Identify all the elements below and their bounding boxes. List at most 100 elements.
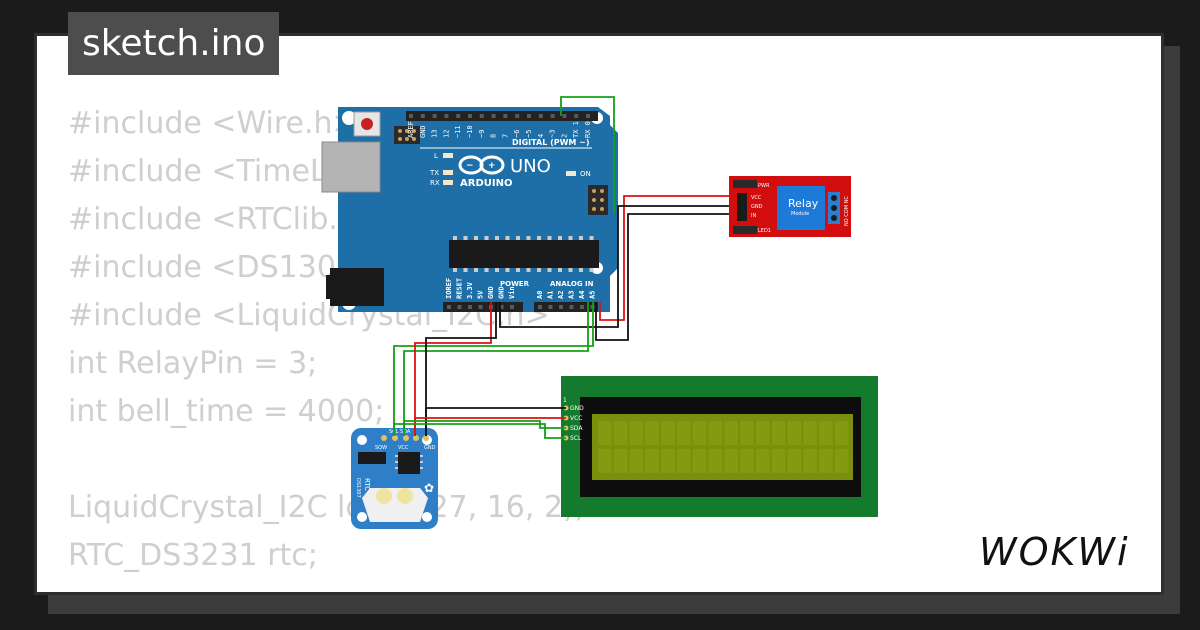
rtc-pin-gnd: GND xyxy=(424,445,436,451)
digital-pin-label: 8 xyxy=(490,134,498,138)
power-pin-label: RESET xyxy=(456,278,464,299)
rtc-battery xyxy=(376,488,392,504)
rtc-module[interactable]: SQW SCL SDA VCC GND RTC DS1307 ✿ xyxy=(351,428,438,529)
code-line: #include <RTClib.h xyxy=(68,202,357,237)
analog-pin-label: A5 xyxy=(589,291,597,299)
wire-rtc-sda xyxy=(403,302,589,436)
wokwi-logo-text: WOKWi xyxy=(979,530,1130,573)
sketch-title[interactable]: sketch.ino xyxy=(68,12,280,75)
led-on-label: ON xyxy=(580,170,591,178)
digital-pin[interactable] xyxy=(432,114,437,118)
analog-label: ANALOG IN xyxy=(550,280,594,288)
arduino-logo xyxy=(458,155,505,175)
wire-relay-pin3 xyxy=(560,96,615,214)
relay-led-label: LED1 xyxy=(758,228,771,234)
wire-rtc-gnd xyxy=(425,302,497,436)
digital-pin[interactable] xyxy=(409,114,413,118)
digital-pin[interactable] xyxy=(420,114,425,118)
wire-lcd-gnd xyxy=(425,407,566,436)
digital-pin[interactable] xyxy=(515,114,520,118)
digital-pin-label: ~6 xyxy=(513,130,521,138)
wire-relay-in xyxy=(595,213,729,341)
digital-pin-label: ~11 xyxy=(454,125,462,138)
wires xyxy=(393,96,729,439)
power-header[interactable] xyxy=(443,302,523,312)
digital-pin-label: ~10 xyxy=(466,125,474,138)
digital-pin-label: 2 xyxy=(560,134,568,138)
power-pin[interactable] xyxy=(499,305,504,309)
power-pin[interactable] xyxy=(468,305,472,309)
relay-label: Relay xyxy=(788,197,819,210)
rtc-pin-sda: SDA xyxy=(400,429,411,435)
digital-pin[interactable] xyxy=(527,114,531,118)
digital-pin[interactable] xyxy=(444,114,449,118)
digital-pin-label: ~9 xyxy=(478,130,486,138)
analog-pin[interactable] xyxy=(569,305,574,309)
mcu-chip xyxy=(449,240,599,268)
power-pin-label: 5V xyxy=(477,290,485,299)
arduino-brand: ARDUINO xyxy=(460,178,512,189)
wire-rtc-scl xyxy=(393,302,594,436)
lcd-display[interactable]: 1 GND VCC SDA SCL xyxy=(561,376,878,517)
power-pin[interactable] xyxy=(447,305,451,309)
digital-pin[interactable] xyxy=(586,114,590,118)
wire-lcd-scl xyxy=(393,423,566,439)
rtc-chip-label: RTC xyxy=(363,478,371,491)
analog-pin[interactable] xyxy=(548,305,553,309)
rtc-pin-sqw: SQW xyxy=(375,445,387,451)
digital-pin-label: ~5 xyxy=(525,130,533,138)
digital-pin[interactable] xyxy=(456,114,461,118)
code-line: int RelayPin = 3; xyxy=(68,346,318,381)
relay-pin-gnd: GND xyxy=(751,204,763,210)
relay-pin-in: IN xyxy=(751,213,756,219)
analog-pin[interactable] xyxy=(580,305,584,309)
wokwi-logo: WOKWi xyxy=(979,530,1130,573)
power-jack xyxy=(330,268,384,306)
lcd-pin-scl: SCL xyxy=(570,435,582,442)
digital-pin[interactable] xyxy=(574,114,579,118)
digital-pin-label: AREF xyxy=(407,121,415,138)
analog-pin[interactable] xyxy=(538,305,542,309)
analog-pin[interactable] xyxy=(559,305,563,309)
digital-pin[interactable] xyxy=(503,114,508,118)
relay-module[interactable]: PWR LED1 VCC GND IN Relay Module NO COM … xyxy=(729,176,851,237)
power-pin[interactable] xyxy=(457,305,462,309)
rtc-pin-vcc: VCC xyxy=(398,445,409,451)
digital-pin[interactable] xyxy=(468,114,472,118)
digital-pin-label: GND xyxy=(419,125,427,138)
svg-text:−: − xyxy=(466,161,474,171)
power-pin-label: Vin xyxy=(508,286,516,299)
relay-sublabel: Module xyxy=(791,211,809,217)
wire-relay-vcc xyxy=(599,195,729,321)
digital-pin-label: 7 xyxy=(501,134,509,138)
power-pin[interactable] xyxy=(510,305,514,309)
code-editor: #include <Wire.h> #include <TimeLi #includ… xyxy=(68,100,585,580)
analog-pin-label: A1 xyxy=(547,291,555,299)
digital-pin[interactable] xyxy=(538,114,543,118)
adafruit-flower-icon: ✿ xyxy=(424,481,434,495)
code-line: int bell_time = 4000; xyxy=(68,394,385,429)
power-pin[interactable] xyxy=(478,305,483,309)
digital-pin[interactable] xyxy=(479,114,484,118)
power-label: POWER xyxy=(500,280,530,288)
svg-text:+: + xyxy=(488,161,496,171)
digital-header[interactable] xyxy=(406,111,598,121)
digital-pin-label: 4 xyxy=(537,134,545,138)
analog-pin-label: A3 xyxy=(568,291,576,299)
led-rx-label: RX xyxy=(430,179,440,187)
code-line: #include <Wire.h> xyxy=(68,106,358,141)
digital-pin[interactable] xyxy=(550,114,555,118)
lcd-pin-vcc: VCC xyxy=(570,415,582,422)
digital-pin[interactable] xyxy=(491,114,496,118)
analog-pin-label: A0 xyxy=(536,291,544,299)
code-line: #include <TimeLi xyxy=(68,154,335,189)
analog-header[interactable] xyxy=(534,302,598,312)
power-pin-label: 3.3V xyxy=(466,281,474,299)
relay-side-label: NO COM NC xyxy=(844,196,850,226)
digital-pin-label: RX 0 xyxy=(584,121,592,138)
digital-pin[interactable] xyxy=(562,114,567,118)
digital-pin-label: 13 xyxy=(431,130,439,138)
usb-port xyxy=(321,141,381,193)
